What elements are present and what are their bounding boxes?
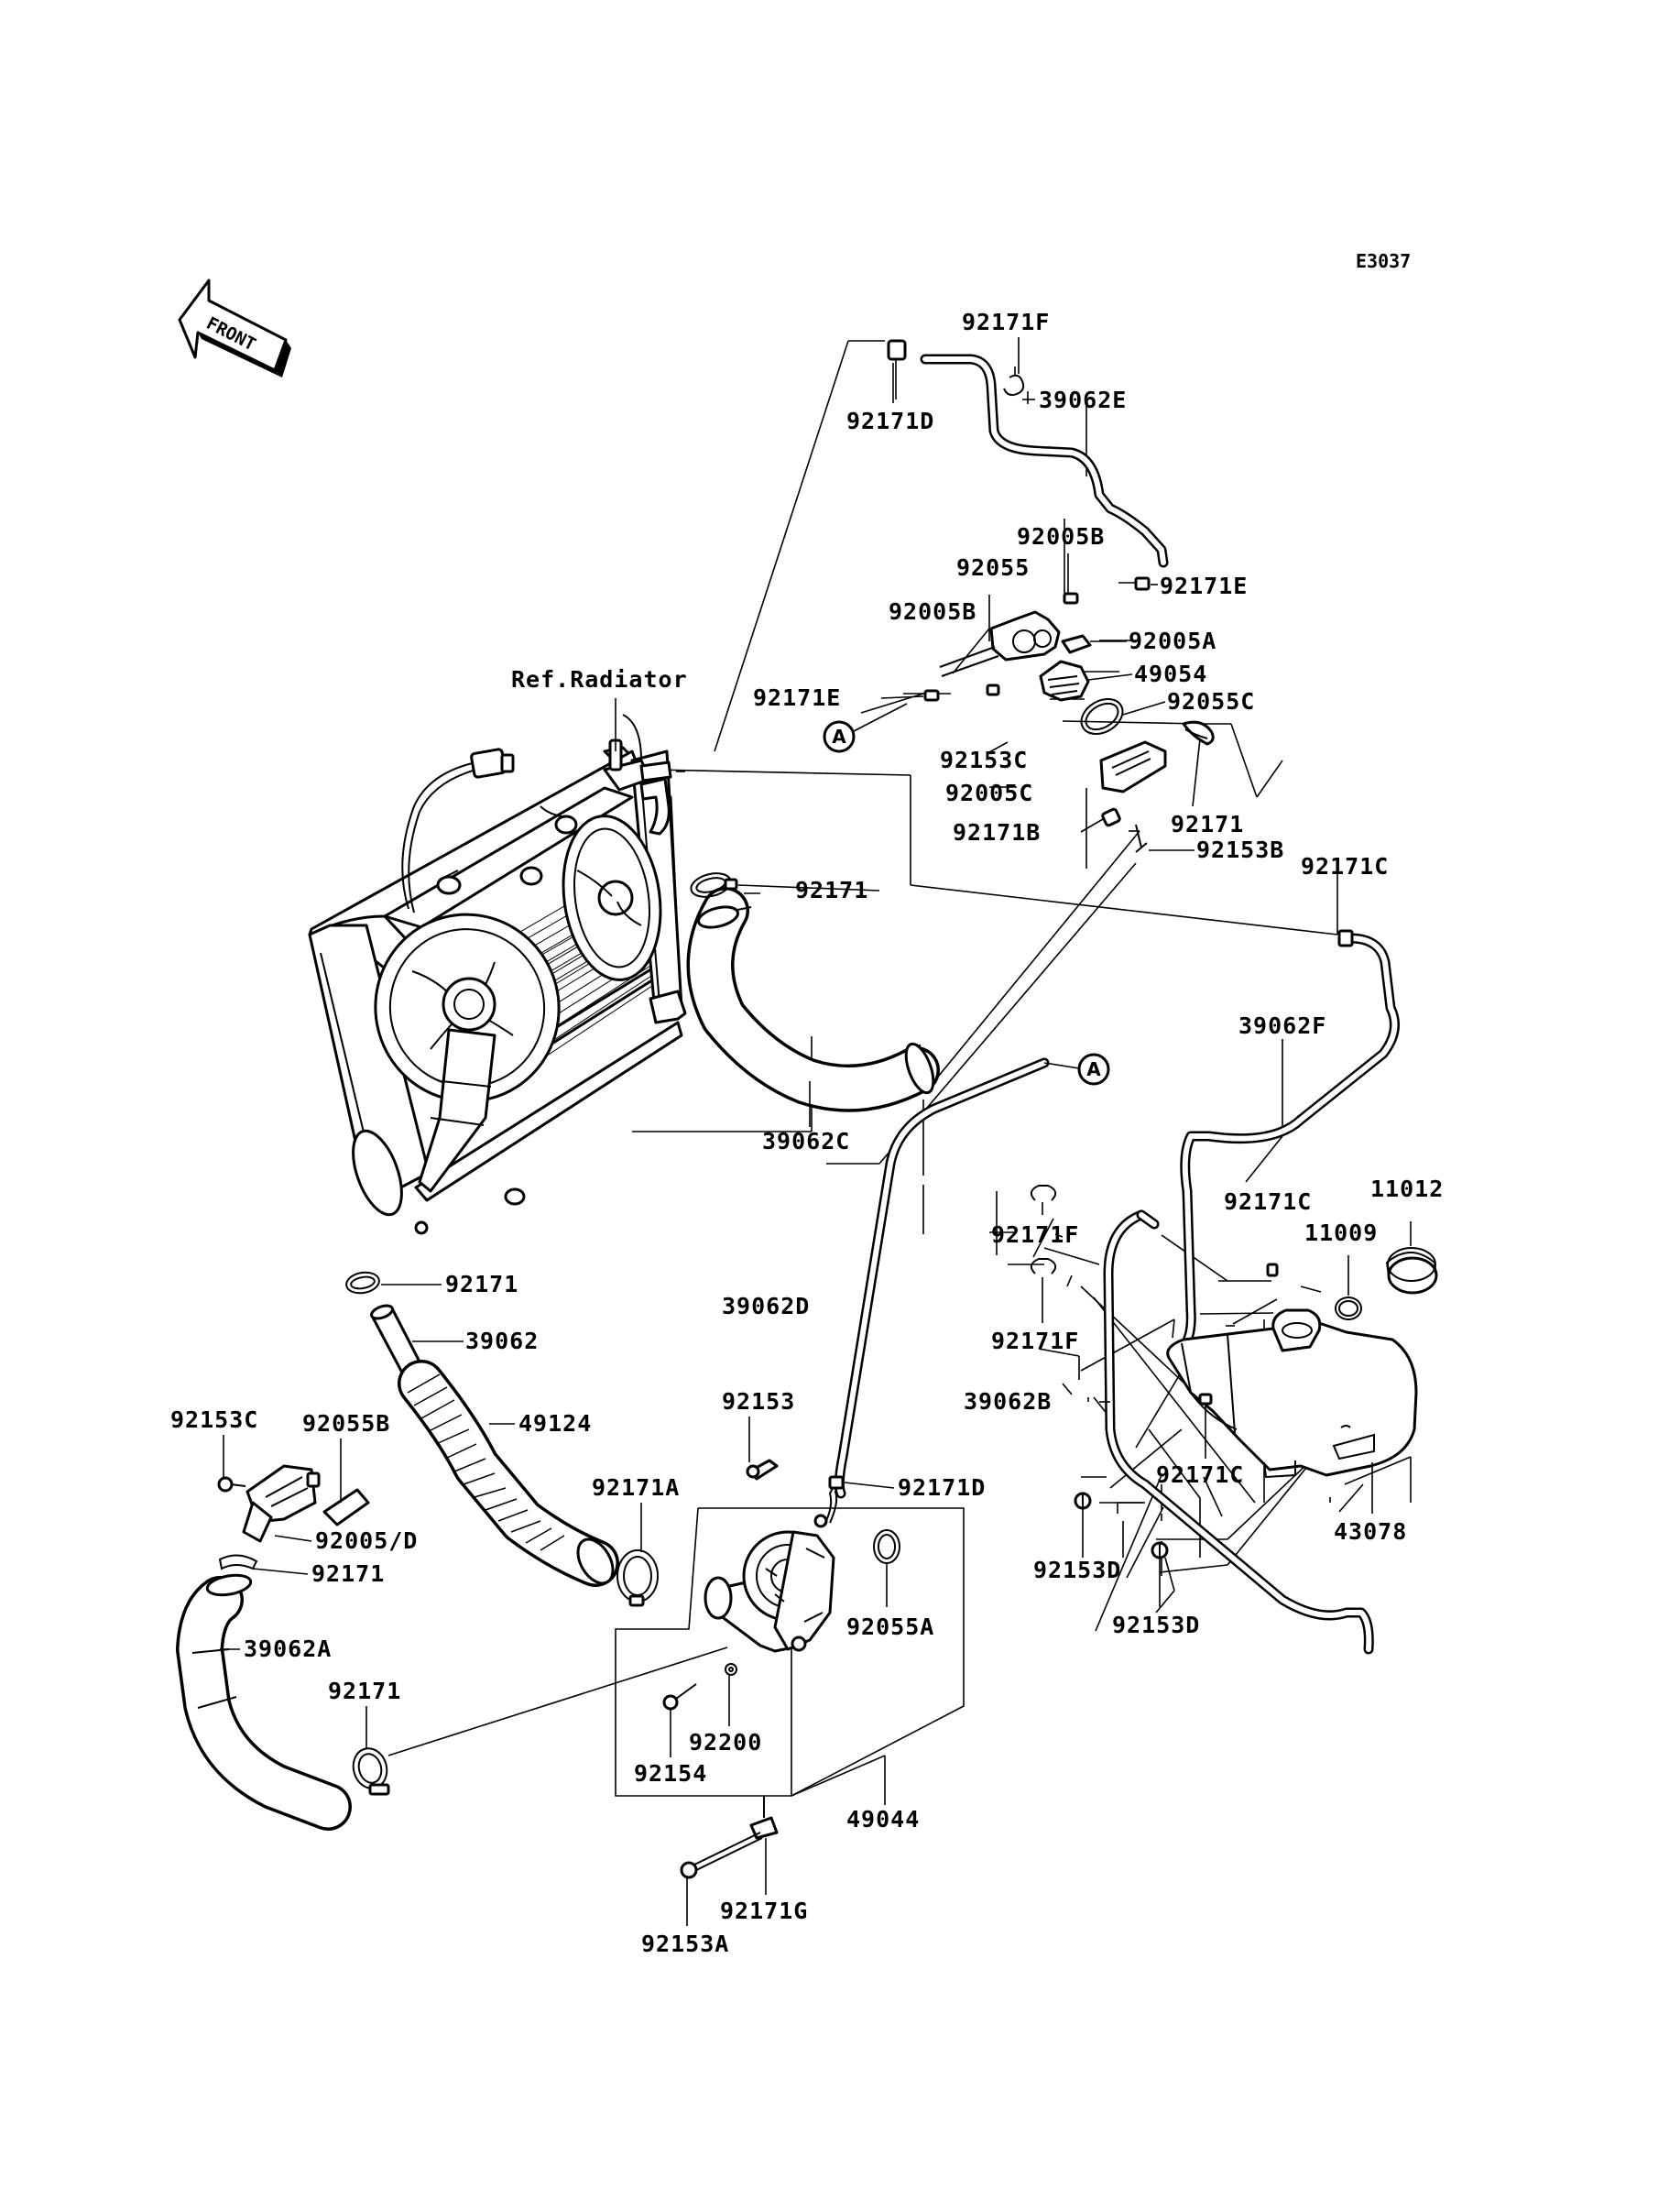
hose-39062B: [1103, 1209, 1374, 1655]
part-label-92005A: 92005A: [1129, 628, 1216, 654]
clamp-92171F-top: [1003, 374, 1025, 397]
water-pump: [704, 1483, 840, 1653]
part-label-92171-thermo: 92171: [1171, 811, 1244, 837]
part-label-92153A: 92153A: [641, 1931, 729, 1957]
part-label-92171-bottom: 92171: [328, 1678, 401, 1704]
part-label-92055A: 92055A: [846, 1614, 934, 1640]
part-label-49044: 49044: [846, 1806, 920, 1832]
connector-a-top: A: [823, 703, 908, 753]
part-label-92171E-a: 92171E: [1160, 573, 1248, 599]
part-label-49124: 49124: [518, 1410, 592, 1437]
part-label-11009: 11009: [1304, 1220, 1378, 1246]
hose-39062F: [1169, 929, 1400, 1362]
part-label-92005B-a: 92005B: [1017, 523, 1105, 550]
connector-a-mid: A: [1043, 1053, 1110, 1086]
part-label-92171F-top: 92171F: [962, 309, 1050, 335]
hose-39062E: [920, 354, 1169, 568]
part-label-39062A: 39062A: [244, 1636, 332, 1662]
part-label-92005D: 92005/D: [315, 1527, 418, 1554]
part-label-11012: 11012: [1370, 1176, 1444, 1202]
part-label-39062D: 39062D: [722, 1293, 810, 1319]
part-label-92153C-top: 92153C: [940, 747, 1028, 773]
clamp-92171D-top: [887, 339, 907, 361]
bolt-92153C-left: [217, 1476, 246, 1493]
label-leaders: [220, 337, 1373, 1926]
part-label-92153D-a: 92153D: [1033, 1557, 1121, 1583]
clamp-92171G: [749, 1796, 779, 1840]
part-label-43078: 43078: [1334, 1518, 1407, 1545]
part-label-92005B-b: 92005B: [889, 598, 976, 625]
clamp-92171-upper: [690, 872, 738, 898]
radiator: [308, 714, 687, 1235]
part-label-92153: 92153: [722, 1388, 795, 1415]
front-arrow-icon: FRONT: [178, 279, 291, 377]
reservoir-tank: [1166, 1308, 1418, 1479]
part-label-92055B: 92055B: [302, 1410, 390, 1437]
part-label-39062B: 39062B: [964, 1388, 1052, 1415]
reservoir-cap-11012: [1385, 1221, 1438, 1295]
part-label-92055: 92055: [956, 554, 1030, 581]
diagram-code: E3037: [1356, 250, 1411, 272]
washer-92200: [725, 1663, 737, 1676]
connector-a-mid-label: A: [1086, 1058, 1101, 1080]
clamp-92171F-mid: [1030, 1185, 1057, 1275]
part-label-92171C-mid: 92171C: [1224, 1188, 1312, 1215]
part-label-39062F: 39062F: [1238, 1012, 1326, 1039]
thermostat-assembly: [923, 576, 1215, 853]
part-label-92171-lower: 92171: [445, 1271, 518, 1297]
gasket-11009: [1335, 1255, 1362, 1320]
hose-39062A: [176, 1573, 352, 1831]
part-label-92171A: 92171A: [592, 1474, 680, 1501]
part-label-39062C: 39062C: [762, 1128, 850, 1154]
part-label-92171E-b: 92171E: [753, 684, 841, 711]
part-label-92171F-mid2: 92171F: [991, 1328, 1079, 1354]
bolt-92154: [662, 1683, 697, 1711]
hose-49124: [398, 1360, 619, 1587]
bolt-92153D: [1074, 1492, 1169, 1559]
part-label-92171C-right: 92171C: [1301, 853, 1389, 880]
part-label-92200: 92200: [689, 1729, 762, 1756]
leader-lines: [632, 340, 1412, 1632]
part-label-92171C-tank: 92171C: [1156, 1461, 1244, 1488]
part-label-92171-left: 92171: [311, 1560, 385, 1587]
clamp-92171-lower: [345, 1271, 380, 1295]
hose-39062C: [686, 887, 940, 1112]
part-label-92055C: 92055C: [1167, 688, 1255, 715]
ref-radiator-label: Ref.Radiator: [511, 666, 688, 693]
gasket-92055B: [322, 1488, 370, 1526]
part-label-92171D-pump: 92171D: [898, 1474, 986, 1501]
part-labels: 92171F 92171D 39062E 92005B 92055 92171E…: [170, 309, 1444, 1957]
part-label-39062E: 39062E: [1039, 387, 1127, 413]
clamp-92171A: [616, 1549, 659, 1607]
part-label-92171B: 92171B: [953, 819, 1041, 846]
part-label-92171D-top: 92171D: [846, 408, 934, 434]
clamp-92171-bottom: [352, 1747, 390, 1796]
bolt-92153: [746, 1459, 779, 1481]
part-label-92171G: 92171G: [720, 1898, 808, 1924]
oring-92055A: [873, 1529, 900, 1564]
fitting-92005D: [242, 1464, 321, 1543]
leader-39062A-pump: [387, 1647, 728, 1756]
part-label-92153D-b: 92153D: [1112, 1612, 1200, 1638]
clamp-92171-left: [218, 1554, 258, 1570]
pump-assembly-frame: [615, 1507, 965, 1797]
bolt-92153A: [680, 1832, 763, 1879]
part-label-92171F-mid1: 92171F: [991, 1221, 1079, 1248]
connector-a-top-label: A: [832, 726, 846, 748]
part-label-92153B: 92153B: [1196, 837, 1284, 863]
part-label-92154: 92154: [634, 1760, 707, 1787]
part-label-39062: 39062: [465, 1328, 539, 1354]
clamp-92171D-pump: [828, 1475, 845, 1490]
part-label-92153C-left: 92153C: [170, 1406, 258, 1433]
part-label-49054: 49054: [1134, 661, 1207, 687]
part-label-92005C: 92005C: [945, 780, 1033, 806]
hose-39062D: [834, 1057, 1050, 1499]
